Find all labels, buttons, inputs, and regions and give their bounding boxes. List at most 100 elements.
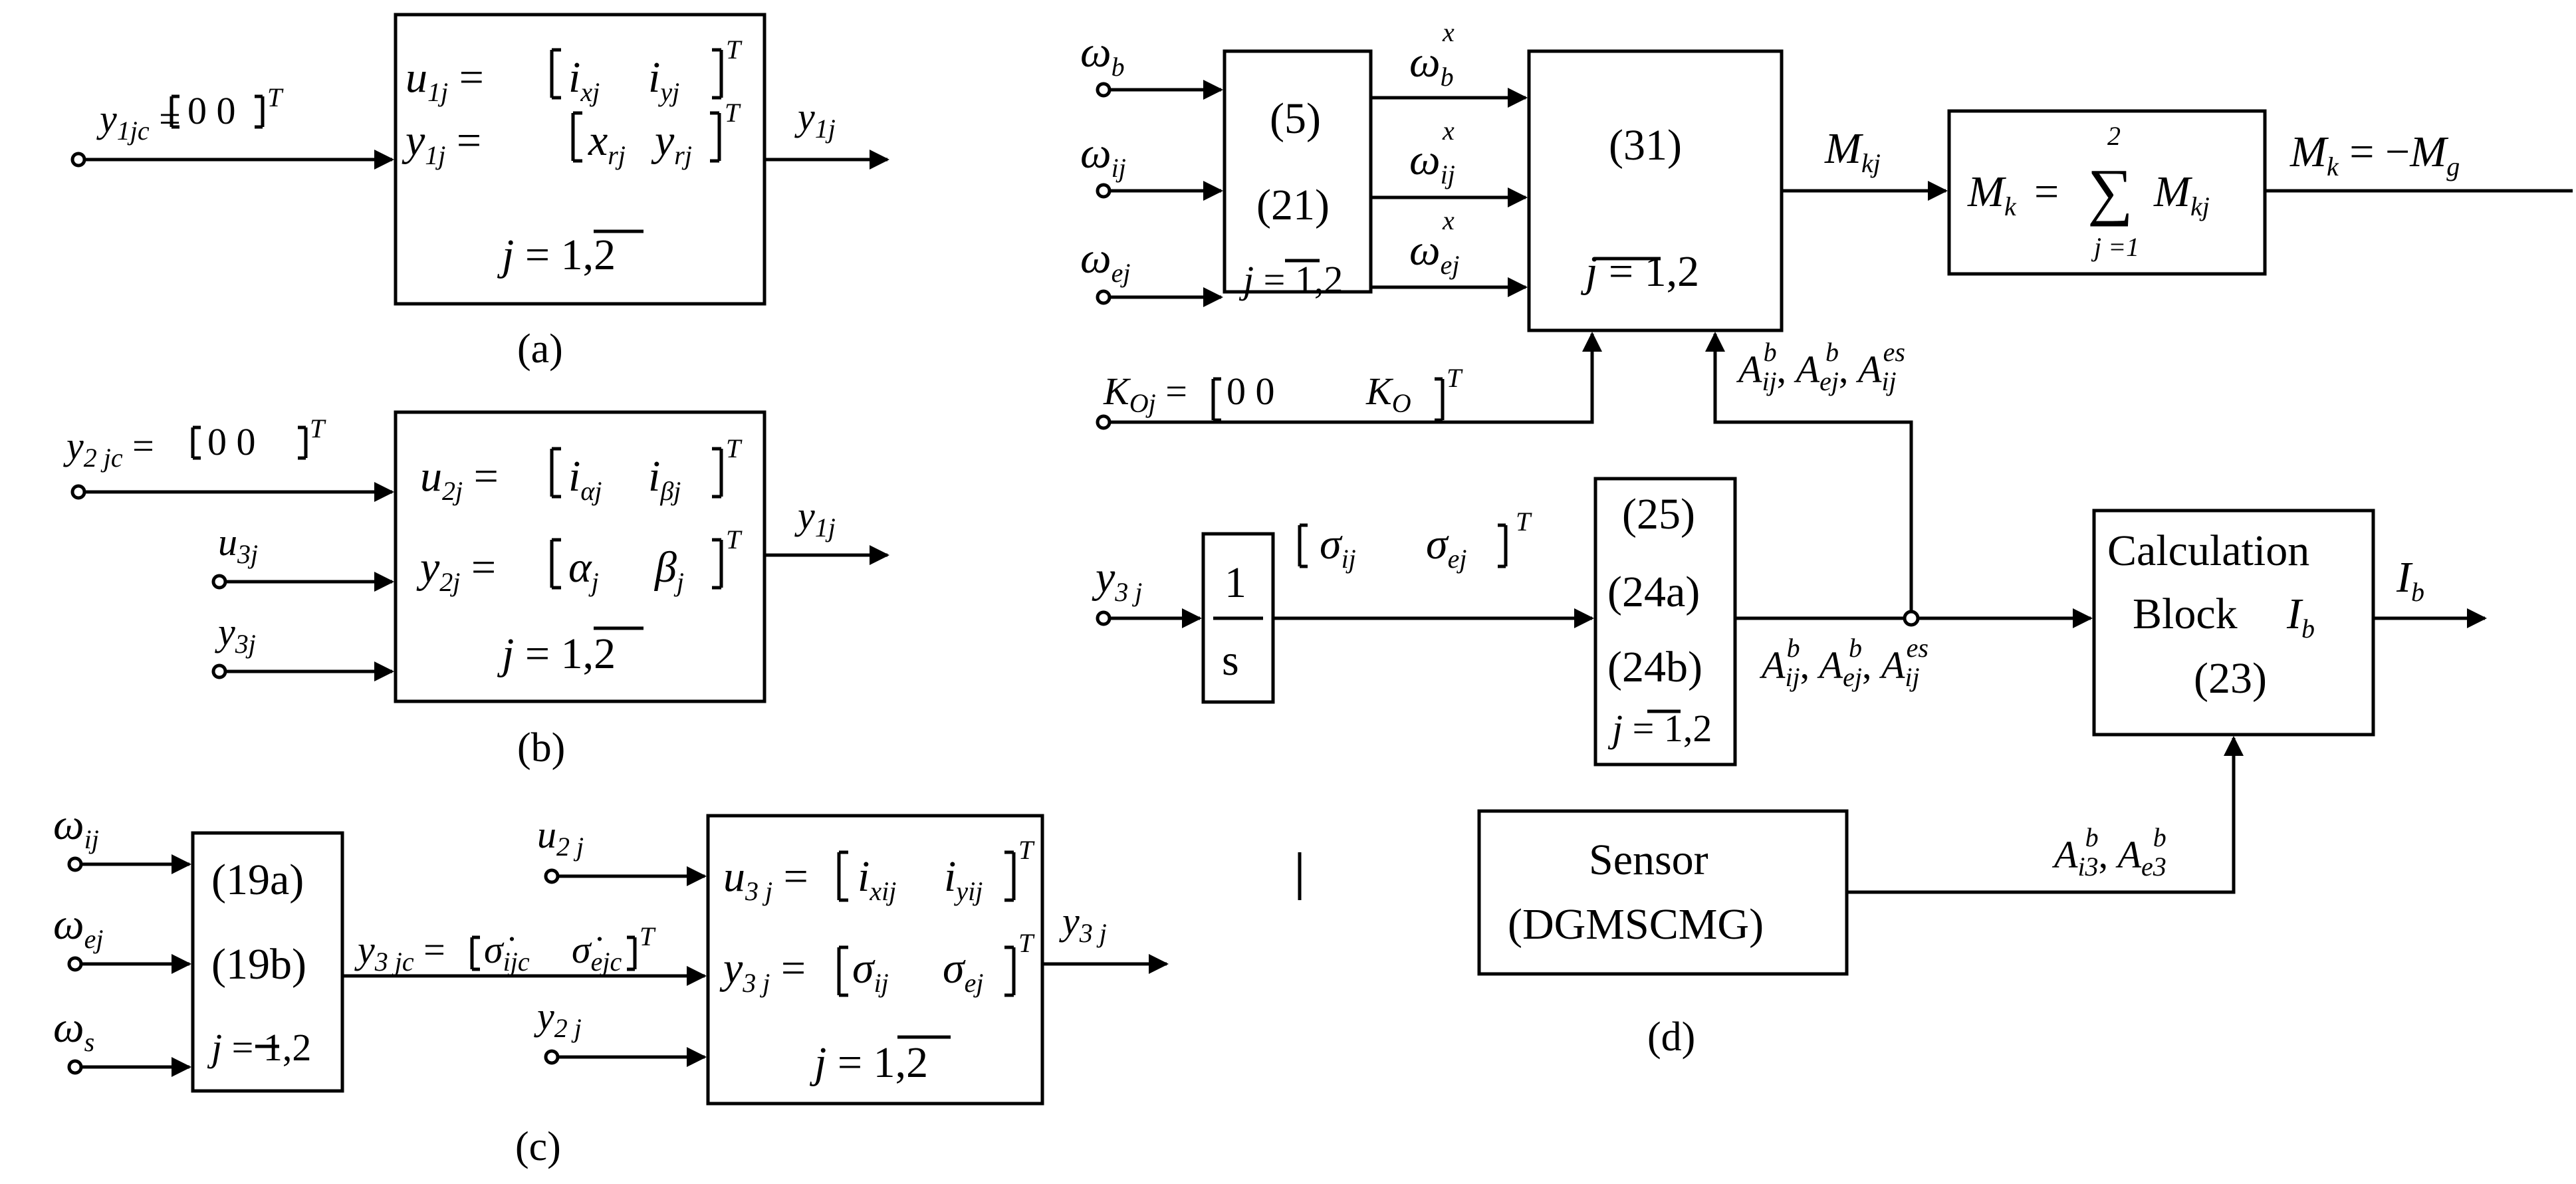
svg-text:iαj: iαj <box>568 452 602 506</box>
svg-text:T: T <box>726 433 743 463</box>
svg-text:j = 1,2: j = 1,2 <box>207 1026 311 1069</box>
panel-c-text: ωij ωej ωs (19a) (19b) j = 1,2 y3 jc = σ… <box>53 800 1107 1169</box>
svg-text:αj: αj <box>568 543 599 597</box>
panel-c-equation-block <box>191 831 344 1093</box>
block-5-21 <box>1223 49 1373 294</box>
svg-text:βj: βj <box>653 543 684 597</box>
svg-text:iyj: iyj <box>648 53 679 107</box>
svg-text:T: T <box>310 414 326 443</box>
svg-text:y1j =: y1j = <box>402 116 481 170</box>
sensor-output-line <box>1847 736 2244 894</box>
svg-text:KOj =: KOj = <box>1103 370 1187 418</box>
svg-text:ωej: ωej <box>53 900 103 954</box>
svg-text:T: T <box>640 921 656 951</box>
svg-text:T: T <box>1516 507 1532 536</box>
svg-text:σ̇ejc: σ̇ejc <box>572 928 622 977</box>
svg-text:y3 j =: y3 j = <box>719 944 806 998</box>
svg-text:σej: σej <box>943 944 983 998</box>
svg-text:(5): (5) <box>1270 94 1321 143</box>
svg-text:(19b): (19b) <box>211 940 306 989</box>
svg-text:y2j =: y2j = <box>416 543 496 597</box>
svg-text:T: T <box>267 82 284 112</box>
svg-text:T: T <box>725 98 741 128</box>
svg-text:j = 1,2: j = 1,2 <box>809 1038 928 1087</box>
svg-text:(c): (c) <box>515 1124 561 1169</box>
svg-text:ωij: ωij <box>1080 129 1126 183</box>
svg-text:u3 j =: u3 j = <box>723 852 808 906</box>
svg-text:ωej: ωej <box>1080 234 1130 288</box>
svg-text:(31): (31) <box>1609 121 1682 170</box>
calculation-block <box>2092 509 2375 737</box>
svg-text:j = 1,2: j = 1,2 <box>497 231 616 279</box>
svg-text:x: x <box>1442 17 1455 47</box>
svg-text:x: x <box>1442 205 1455 235</box>
svg-text:yrj: yrj <box>651 116 692 170</box>
svg-text:Ib: Ib <box>2396 553 2424 607</box>
svg-text:2: 2 <box>2107 121 2121 151</box>
svg-text:T: T <box>726 525 743 554</box>
svg-text:(24a): (24a) <box>1607 568 1700 616</box>
svg-text:y1j: y1j <box>794 494 836 542</box>
svg-text:(25): (25) <box>1622 490 1695 538</box>
svg-text:(DGMSCMG): (DGMSCMG) <box>1508 900 1764 949</box>
svg-text:0 0: 0 0 <box>207 420 256 463</box>
svg-text:Mk = −Mg: Mk = −Mg <box>2289 128 2460 181</box>
svg-text:j =1: j =1 <box>2091 232 2139 262</box>
svg-text:j = 1,2: j = 1,2 <box>1238 258 1343 301</box>
svg-text:ωij: ωij <box>53 800 99 854</box>
svg-text:(23): (23) <box>2194 654 2267 703</box>
svg-text:j = 1,2: j = 1,2 <box>497 630 616 678</box>
svg-text:Ai3b, Ae3b: Ai3b, Ae3b <box>2051 822 2166 882</box>
svg-text:y3j: y3j <box>215 610 256 659</box>
svg-text:iβj: iβj <box>648 452 681 506</box>
svg-text:Mkj: Mkj <box>1824 124 1881 178</box>
svg-text:(21): (21) <box>1256 181 1330 229</box>
svg-text:T: T <box>726 35 743 64</box>
panel-c-state-block <box>706 814 1044 1106</box>
svg-text:Sensor: Sensor <box>1589 836 1708 884</box>
svg-text:ixj: ixj <box>568 53 600 107</box>
svg-text:Mk: Mk <box>1967 168 2017 221</box>
svg-text:y2 j: y2 j <box>534 995 582 1043</box>
svg-text:Mkj: Mkj <box>2153 168 2210 221</box>
svg-text:=: = <box>2034 168 2059 216</box>
svg-text:x: x <box>1442 116 1455 146</box>
svg-text:Calculation: Calculation <box>2107 527 2309 575</box>
svg-text:j = 1,2: j = 1,2 <box>1580 247 1699 296</box>
svg-text:u2j =: u2j = <box>420 452 499 506</box>
svg-text:σej: σej <box>1426 520 1466 574</box>
k-input-line <box>1104 332 1602 424</box>
svg-text:y1jc =: y1jc = <box>96 97 181 146</box>
svg-text:y3 j: y3 j <box>1059 899 1107 948</box>
svg-text:s: s <box>1222 636 1239 685</box>
svg-text:0 0: 0 0 <box>1227 370 1275 413</box>
svg-text:1: 1 <box>1225 558 1246 607</box>
svg-text:xrj: xrj <box>588 116 626 170</box>
a-feedback-line <box>1705 332 1913 613</box>
svg-text:σij: σij <box>1320 520 1356 574</box>
svg-text:T: T <box>1018 835 1035 865</box>
panel-a-text: u1j = ixj iyj T y1j = xrj yrj T j = 1,2 … <box>96 35 836 372</box>
svg-text:Aijb, Aejb, Aijes: Aijb, Aejb, Aijes <box>1759 633 1929 692</box>
branch-point <box>1903 610 1920 627</box>
block-25-24 <box>1593 477 1737 767</box>
svg-text:(a): (a) <box>517 326 563 372</box>
svg-text:(d): (d) <box>1647 1014 1695 1060</box>
svg-text:y2 jc =: y2 jc = <box>63 424 154 473</box>
svg-text:ωs: ωs <box>53 1003 94 1057</box>
svg-text:iyij: iyij <box>944 852 983 906</box>
svg-text:y1j: y1j <box>794 95 836 144</box>
svg-text:T: T <box>1447 363 1463 393</box>
svg-text:u3j: u3j <box>218 521 258 569</box>
svg-text:(24b): (24b) <box>1607 643 1702 691</box>
svg-text:ωb: ωb <box>1080 28 1125 82</box>
svg-text:ixij: ixij <box>858 852 896 906</box>
svg-text:σij: σij <box>852 944 889 998</box>
svg-text:y3 jc =: y3 jc = <box>354 928 445 977</box>
svg-text:u2 j: u2 j <box>537 813 584 862</box>
svg-text:T: T <box>1018 928 1035 958</box>
svg-text:KO: KO <box>1365 370 1411 418</box>
svg-text:Block: Block <box>2133 590 2238 638</box>
